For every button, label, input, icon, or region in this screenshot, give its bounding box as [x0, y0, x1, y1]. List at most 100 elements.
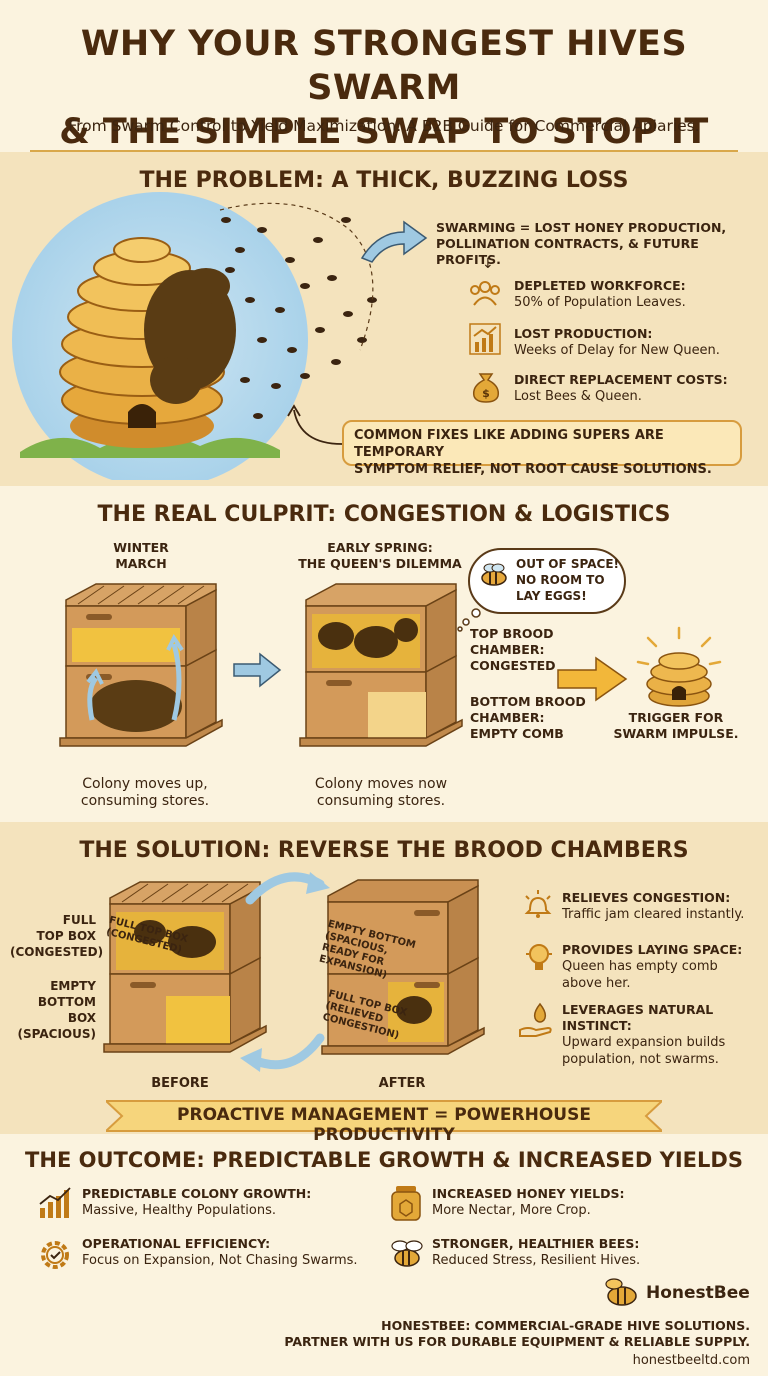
- callout-line-1: COMMON FIXES LIKE ADDING SUPERS ARE TEMP…: [354, 428, 664, 460]
- swarm-direction-arrow: [360, 220, 428, 263]
- production-text: Weeks of Delay for New Queen.: [514, 343, 720, 358]
- full-top-line-3: (CONGESTED): [10, 945, 104, 959]
- common-fixes-callout: COMMON FIXES LIKE ADDING SUPERS ARE TEMP…: [342, 420, 742, 477]
- bubble-line-1: OUT OF SPACE!: [516, 557, 619, 571]
- benefit-congestion: RELIEVES CONGESTION: Traffic jam cleared…: [562, 890, 744, 923]
- full-top-label: FULL TOP BOX (CONGESTED): [10, 912, 104, 960]
- productivity-banner: [106, 1100, 662, 1132]
- swarm-impulse-hive-icon: [636, 626, 722, 707]
- swap-arrow-bottom: [240, 1033, 325, 1072]
- bee-cluster: [144, 268, 236, 404]
- hive-entrance: [128, 404, 156, 428]
- people-icon: [470, 281, 500, 306]
- outcome-bees: STRONGER, HEALTHIER BEES: Reduced Stress…: [432, 1236, 640, 1269]
- problem-item-workforce: DEPLETED WORKFORCE: 50% of Population Le…: [514, 278, 686, 311]
- queen-bee-icon: [481, 563, 507, 586]
- flight-path: [219, 202, 374, 351]
- benefit-instinct-text-1: Upward expansion builds: [562, 1035, 726, 1050]
- bubble-line-3: LAY EGGS!: [516, 589, 587, 603]
- bubble-text: OUT OF SPACE! NO ROOM TO LAY EGGS!: [516, 556, 622, 604]
- problem-headline: SWARMING = LOST HONEY PRODUCTION, POLLIN…: [436, 220, 768, 268]
- footer-line-1: HONESTBEE: COMMERCIAL-GRADE HIVE SOLUTIO…: [381, 1318, 750, 1333]
- brand-name: HonestBee: [646, 1283, 750, 1303]
- empty-bottom-line-2: BOTTOM BOX: [37, 995, 96, 1025]
- outcome-efficiency: OPERATIONAL EFFICIENCY: Focus on Expansi…: [82, 1236, 358, 1269]
- money-bag-icon: $: [472, 373, 500, 403]
- outcome-honey: INCREASED HONEY YIELDS: More Nectar, Mor…: [432, 1186, 624, 1219]
- after-hive-illustration: [321, 879, 485, 1055]
- empty-bottom-label: EMPTY BOTTOM BOX (SPACIOUS): [10, 978, 96, 1042]
- problem-item-costs: DIRECT REPLACEMENT COSTS: Lost Bees & Qu…: [514, 372, 728, 405]
- growth-chart-icon: [39, 1187, 71, 1218]
- bell-icon: [524, 890, 552, 918]
- problem-headline-line-2: POLLINATION CONTRACTS, & FUTURE PROFITS.: [436, 236, 699, 267]
- page-title: WHY YOUR STRONGEST HIVES SWARM & THE SIM…: [0, 22, 768, 154]
- solution-title: THE SOLUTION: REVERSE THE BROOD CHAMBERS: [79, 838, 689, 863]
- callout-arrow: [287, 404, 343, 445]
- bee-icon: [391, 1240, 423, 1267]
- workforce-text: 50% of Population Leaves.: [514, 295, 686, 310]
- outcome-growth: PREDICTABLE COLONY GROWTH: Massive, Heal…: [82, 1186, 311, 1219]
- swarming-hive-illustration: [12, 192, 377, 480]
- page-subtitle: From Swarm Control to Yield Maximization…: [68, 117, 700, 135]
- outcome-growth-text: Massive, Healthy Populations.: [82, 1203, 277, 1218]
- costs-text: Lost Bees & Queen.: [514, 389, 642, 404]
- winter-line-1: WINTER: [113, 540, 169, 555]
- benefit-instinct-title-2: INSTINCT:: [562, 1018, 632, 1033]
- honey-jar-icon: [391, 1186, 421, 1221]
- caption-spring: Colony moves now consuming stores.: [296, 776, 466, 810]
- spring-label: EARLY SPRING: THE QUEEN'S DILEMMA: [290, 540, 470, 572]
- down-arrow-icon: ↓: [482, 256, 494, 272]
- title-line-1: WHY YOUR STRONGEST HIVES SWARM: [80, 24, 688, 108]
- winter-hive-illustration: [59, 583, 223, 747]
- gear-icon: [41, 1241, 69, 1269]
- spring-hive-illustration: [299, 583, 463, 747]
- title-line-2: & THE SIMPLE SWAP TO STOP IT: [59, 112, 709, 152]
- caption-spring-line-1: Colony moves now: [314, 776, 448, 792]
- footer-line-2: PARTNER WITH US FOR DURABLE EQUIPMENT & …: [284, 1334, 750, 1349]
- outcome-bees-text: Reduced Stress, Resilient Hives.: [432, 1253, 641, 1268]
- benefit-laying-title: PROVIDES LAYING SPACE:: [562, 942, 743, 957]
- caption-winter: Colony moves up, consuming stores.: [60, 776, 230, 810]
- winter-label: WINTER MARCH: [96, 540, 186, 572]
- caption-spring-line-2: consuming stores.: [316, 793, 446, 809]
- outcome-honey-text: More Nectar, More Crop.: [432, 1203, 591, 1218]
- winter-line-2: MARCH: [115, 556, 167, 571]
- outcome-section-bg: [0, 1134, 768, 1376]
- outcome-efficiency-text: Focus on Expansion, Not Chasing Swarms.: [82, 1253, 358, 1268]
- outcome-title: THE OUTCOME: PREDICTABLE GROWTH & INCREA…: [25, 1148, 743, 1172]
- spring-line-1: EARLY SPRING:: [327, 540, 433, 555]
- footer-website[interactable]: honestbeeltd.com: [632, 1353, 750, 1368]
- full-top-line-2: TOP BOX: [36, 929, 96, 943]
- bubble-tail: [457, 608, 481, 632]
- outcome-bees-title: STRONGER, HEALTHIER BEES:: [432, 1236, 640, 1251]
- full-top-line-1: FULL: [62, 913, 96, 927]
- transition-arrow: [233, 652, 282, 688]
- trigger-arrow: [557, 656, 628, 702]
- honestbee-logo-icon: [605, 1278, 637, 1306]
- workforce-title: DEPLETED WORKFORCE:: [514, 278, 686, 293]
- swap-arrow-top: [245, 872, 330, 905]
- benefit-instinct-title: LEVERAGES NATURAL: [562, 1002, 714, 1017]
- benefit-instinct-text-2: population, not swarms.: [562, 1052, 719, 1067]
- outcome-growth-title: PREDICTABLE COLONY GROWTH:: [82, 1186, 312, 1201]
- top-brood-line-3: CONGESTED: [470, 658, 556, 673]
- bottom-brood-line-2: CHAMBER:: [470, 710, 545, 725]
- outcome-efficiency-title: OPERATIONAL EFFICIENCY:: [82, 1236, 271, 1251]
- callout-line-2: SYMPTOM RELIEF, NOT ROOT CAUSE SOLUTIONS…: [354, 462, 712, 477]
- before-hive-illustration: [103, 881, 267, 1053]
- benefit-laying-text-1: Queen has empty comb: [562, 959, 718, 974]
- benefit-instinct: LEVERAGES NATURAL INSTINCT: Upward expan…: [562, 1002, 725, 1068]
- productivity-banner-text: PROACTIVE MANAGEMENT = POWERHOUSE PRODUC…: [177, 1105, 591, 1145]
- top-brood-line-1: TOP BROOD: [470, 626, 554, 641]
- spring-line-2: THE QUEEN'S DILEMMA: [298, 556, 462, 571]
- caption-winter-line-2: consuming stores.: [80, 793, 210, 809]
- hand-drop-icon: [519, 1002, 552, 1037]
- header-divider: [30, 150, 738, 152]
- chart-decline-icon: [469, 323, 501, 355]
- benefit-congestion-text: Traffic jam cleared instantly.: [562, 907, 745, 922]
- benefit-congestion-title: RELIEVES CONGESTION:: [562, 890, 731, 905]
- caption-winter-line-1: Colony moves up,: [82, 776, 208, 792]
- top-brood-label: TOP BROOD CHAMBER: CONGESTED: [470, 626, 556, 674]
- benefit-laying-text-2: above her.: [562, 976, 631, 991]
